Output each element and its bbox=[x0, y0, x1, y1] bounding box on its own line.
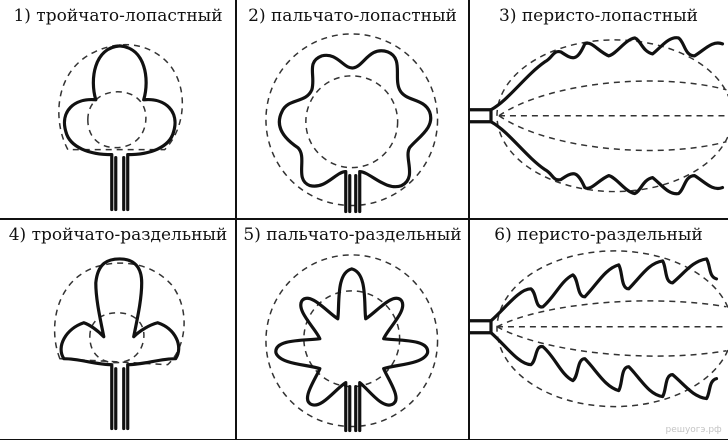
cell-palmate-lobed: 2) пальчато-лопастный bbox=[235, 0, 470, 220]
palmate-lobed-leaf-drawing bbox=[236, 0, 469, 219]
pinnate-lobed-leaf-drawing bbox=[469, 0, 728, 219]
cell-pinnate-lobed: 3) перисто-лопастный bbox=[468, 0, 728, 220]
cell-palmate-parted: 5) пальчато-раздельный bbox=[235, 218, 470, 440]
cell-trifoliate-parted: 4) тройчато-раздельный bbox=[0, 218, 237, 440]
trifoliate-lobed-leaf-drawing bbox=[0, 0, 236, 219]
palmate-parted-leaf-drawing bbox=[236, 219, 469, 439]
pinnate-parted-leaf-drawing bbox=[469, 219, 728, 439]
cell-trifoliate-lobed: 1) тройчато-лопастный bbox=[0, 0, 237, 220]
trifoliate-parted-leaf-drawing bbox=[0, 219, 236, 439]
watermark: решуогэ.рф bbox=[665, 425, 721, 435]
cell-pinnate-parted: 6) перисто-раздельный решуогэ.рф bbox=[468, 218, 728, 440]
